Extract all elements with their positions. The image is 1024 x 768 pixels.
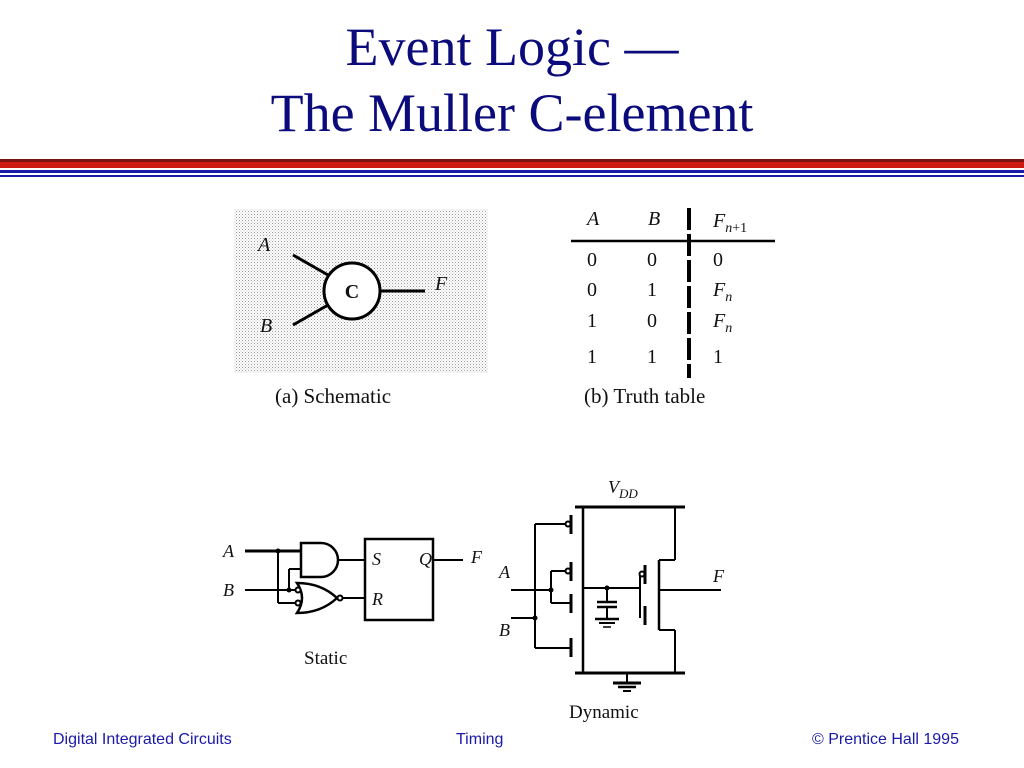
vdd-label: VDD	[608, 477, 638, 501]
header-b: B	[648, 208, 660, 230]
rule-blue-bottom	[0, 175, 1024, 177]
row-4-f: 1	[713, 346, 723, 368]
vdd-sub: DD	[618, 486, 638, 501]
row-2-b: 1	[647, 279, 657, 301]
storage-node-dot	[604, 585, 610, 591]
title-line-1: Event Logic —	[345, 17, 679, 77]
static-r-bubble	[336, 594, 344, 602]
input-b-wire	[292, 303, 329, 327]
static-and-gate	[299, 541, 340, 579]
static-circuit: A B S R Q F	[222, 537, 483, 622]
row-1-a: 0	[587, 249, 597, 271]
static-b-label: B	[223, 580, 234, 600]
truth-table: A B Fn+1 0 0 0 0 1 Fn 1 0 Fn 1 1 1	[571, 208, 775, 378]
static-r-label: R	[371, 589, 383, 609]
header-f-base: F	[712, 210, 726, 232]
static-q-label: Q	[419, 549, 432, 569]
row-4-f-base: 1	[713, 346, 723, 368]
c-gate-circle	[322, 261, 382, 321]
c-element-schematic: C A B F	[234, 209, 488, 373]
rule-blue-top	[0, 170, 1024, 173]
dyn-a-node	[548, 587, 554, 593]
dynamic-circuit: VDD A B F	[498, 477, 725, 692]
title-line-2: The Muller C-element	[270, 83, 754, 143]
static-or-bubble-2	[294, 599, 302, 607]
static-or-bubble-1	[294, 586, 302, 594]
row-4-b: 1	[647, 346, 657, 368]
row-2-f-base: F	[712, 279, 726, 301]
row-2-f: Fn	[712, 279, 732, 305]
row-2-f-sub: n	[725, 290, 732, 305]
dynamic-caption: Dynamic	[569, 702, 639, 723]
header-f-sub: n+1	[725, 221, 747, 236]
dyn-b-node	[532, 615, 538, 621]
rule-dark-red	[0, 159, 1024, 162]
row-4-a: 1	[587, 346, 597, 368]
pmos-2-bubble	[564, 567, 572, 575]
row-1-f: 0	[713, 249, 723, 271]
header-a: A	[585, 208, 600, 230]
footer-left: Digital Integrated Circuits	[53, 731, 232, 748]
dyn-a-label: A	[498, 562, 511, 582]
row-1-f-base: 0	[713, 249, 723, 271]
row-2-a: 0	[587, 279, 597, 301]
rule-red	[0, 162, 1024, 168]
static-b-node	[286, 587, 292, 593]
static-caption: Static	[304, 648, 348, 669]
input-a-label: A	[256, 234, 271, 256]
dyn-f-label: F	[712, 566, 725, 586]
static-a-node	[275, 548, 281, 554]
footer-right: © Prentice Hall 1995	[812, 731, 959, 748]
row-1-b: 0	[647, 249, 657, 271]
row-3-b: 0	[647, 310, 657, 332]
input-b-label: B	[260, 315, 272, 337]
dyn-b-label: B	[499, 620, 510, 640]
row-3-f: Fn	[712, 310, 732, 336]
truth-table-caption: (b) Truth table	[584, 384, 706, 408]
inv-pmos-bubble	[638, 570, 646, 578]
schematic-caption: (a) Schematic	[275, 384, 392, 408]
c-gate-label: C	[345, 281, 359, 303]
static-s-label: S	[372, 549, 381, 569]
static-or-gate	[294, 581, 339, 615]
output-f-label: F	[434, 273, 448, 295]
slide-title: Event Logic — The Muller C-element	[0, 14, 1024, 146]
static-f-label: F	[470, 547, 483, 567]
footer-center: Timing	[456, 731, 504, 748]
pmos-1-bubble	[564, 520, 572, 528]
row-3-f-base: F	[712, 310, 726, 332]
static-a-label: A	[222, 541, 235, 561]
input-a-wire	[292, 253, 329, 277]
static-sr-latch	[363, 537, 435, 622]
vdd-base: V	[608, 477, 621, 497]
header-f: Fn+1	[712, 210, 747, 236]
row-3-f-sub: n	[725, 321, 732, 336]
row-3-a: 1	[587, 310, 597, 332]
